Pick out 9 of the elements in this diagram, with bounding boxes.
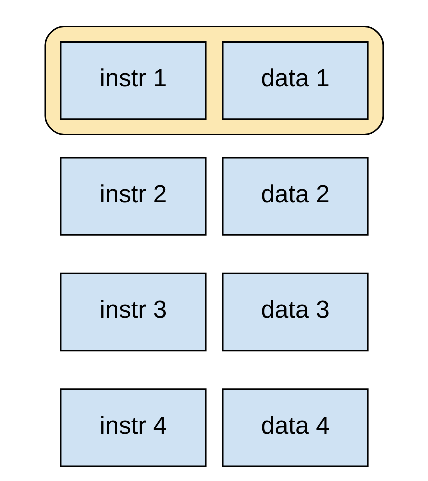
node-box: data 2 bbox=[222, 157, 368, 236]
node-box: data 4 bbox=[222, 388, 368, 468]
node-box: data 3 bbox=[222, 272, 368, 352]
node-box: data 1 bbox=[222, 41, 368, 120]
node-box: instr 1 bbox=[60, 41, 206, 120]
node-box: instr 3 bbox=[60, 272, 206, 352]
node-box: instr 4 bbox=[60, 388, 206, 468]
node-box: instr 2 bbox=[60, 157, 206, 236]
cluster bbox=[44, 26, 384, 136]
